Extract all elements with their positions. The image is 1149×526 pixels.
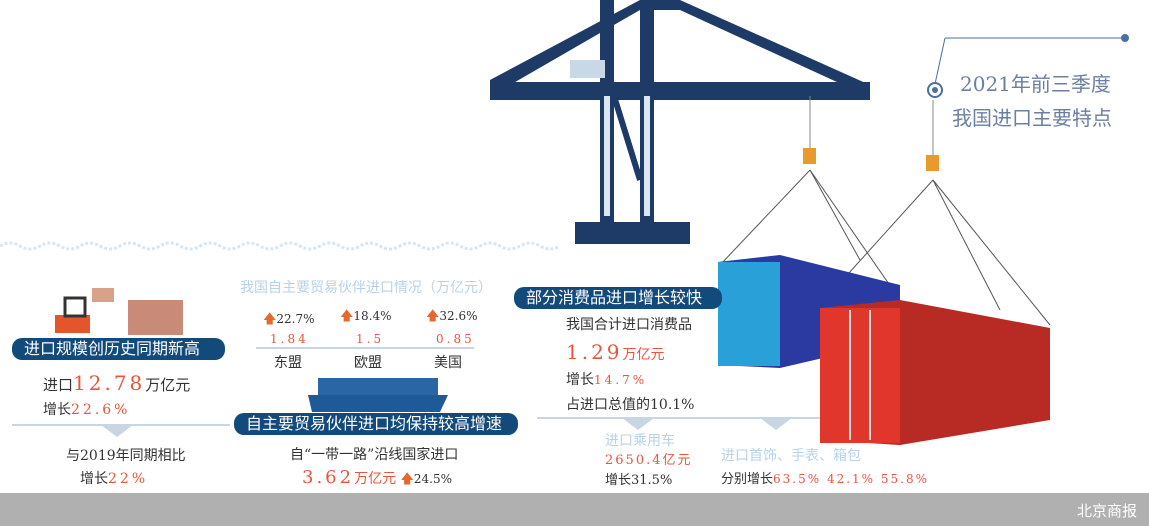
arrow-up-icon: 🡅	[400, 472, 414, 487]
brand-label: 北京商报	[1076, 502, 1137, 520]
partner-growth: 32.6%	[439, 309, 478, 323]
consumer-line1: 我国合计进口消费品	[566, 317, 692, 333]
consumer-banner: 部分消费品进口增长较快	[514, 287, 722, 309]
crane	[490, 0, 870, 244]
import-total: 进口12.78万亿元	[43, 371, 190, 395]
consumer-growth: 增长14.7%	[566, 369, 647, 389]
partner-name: 美国	[434, 355, 462, 371]
partner-value: 1.5	[356, 332, 385, 346]
luxury-growth: 分别增长63.5% 42.1% 55.8%	[721, 470, 929, 489]
partners-banner: 自主要贸易伙伴进口均保持较高增速	[234, 413, 518, 435]
consumer-share: 占进口总值的10.1%	[566, 397, 695, 413]
divider-pointer	[622, 418, 654, 430]
luxury-title: 进口首饰、手表、箱包	[721, 448, 861, 464]
compare-growth-prefix: 增长	[80, 471, 108, 487]
cars-growth: 增长31.5%	[605, 473, 673, 488]
infographic-title-line1: 2021年前三季度	[960, 72, 1111, 96]
belt-value: 3.62	[302, 467, 355, 488]
partner-growth: 18.4%	[353, 309, 392, 323]
belt-growth: 24.5%	[413, 472, 453, 486]
consumer-unit: 万亿元	[622, 347, 665, 363]
luxury-prefix: 分别增长	[721, 472, 774, 487]
consumer-growth-value: 14.7%	[594, 373, 648, 387]
partner-name: 东盟	[274, 355, 302, 371]
forklift-icon	[55, 288, 183, 335]
cars-value: 2650.4亿元	[605, 453, 693, 468]
partner-value: 0.85	[436, 332, 475, 346]
luxury-values: 63.5% 42.1% 55.8%	[773, 472, 930, 486]
cars-title: 进口乘用车	[605, 433, 675, 449]
compare-growth: 增长22%	[80, 469, 148, 489]
arrow-up-icon: 🡅	[263, 312, 277, 327]
divider-pointer	[760, 418, 792, 430]
growth-prefix: 增长	[43, 402, 71, 418]
partners-axis	[256, 347, 474, 349]
divider-pointer	[101, 425, 133, 437]
divider	[537, 417, 820, 419]
belt-road-value: 3.62万亿元 🡅24.5%	[302, 467, 452, 489]
partner-name: 欧盟	[354, 355, 382, 371]
ship-icon	[308, 378, 448, 412]
crane-illustration	[0, 0, 1129, 445]
compare-text: 与2019年同期相比	[66, 448, 186, 464]
footer-bar: 北京商报	[0, 493, 1149, 526]
import-prefix: 进口	[43, 376, 74, 394]
infographic-title-line2: 我国进口主要特点	[952, 106, 1112, 130]
belt-road-text: 自“一带一路”沿线国家进口	[290, 447, 459, 463]
compare-growth-value: 22%	[108, 471, 149, 487]
arrow-up-icon: 🡅	[426, 309, 440, 324]
import-growth: 增长22.6%	[43, 399, 130, 419]
title-pointer	[927, 34, 1129, 98]
red-container	[820, 300, 1050, 445]
partners-title: 我国自主要贸易伙伴进口情况（万亿元）	[240, 280, 492, 296]
arrow-up-icon: 🡅	[340, 309, 354, 324]
import-value: 12.78	[73, 371, 146, 395]
consumer-total: 1.29万亿元	[566, 340, 665, 364]
partner-value: 1.84	[270, 332, 309, 346]
growth-value: 22.6%	[71, 402, 131, 418]
scale-banner: 进口规模创历史同期新高	[12, 338, 225, 360]
consumer-value: 1.29	[566, 340, 623, 364]
import-unit: 万亿元	[145, 376, 191, 394]
consumer-growth-prefix: 增长	[566, 372, 594, 388]
partner-growth: 22.7%	[276, 312, 315, 326]
belt-unit: 万亿元	[354, 471, 397, 487]
